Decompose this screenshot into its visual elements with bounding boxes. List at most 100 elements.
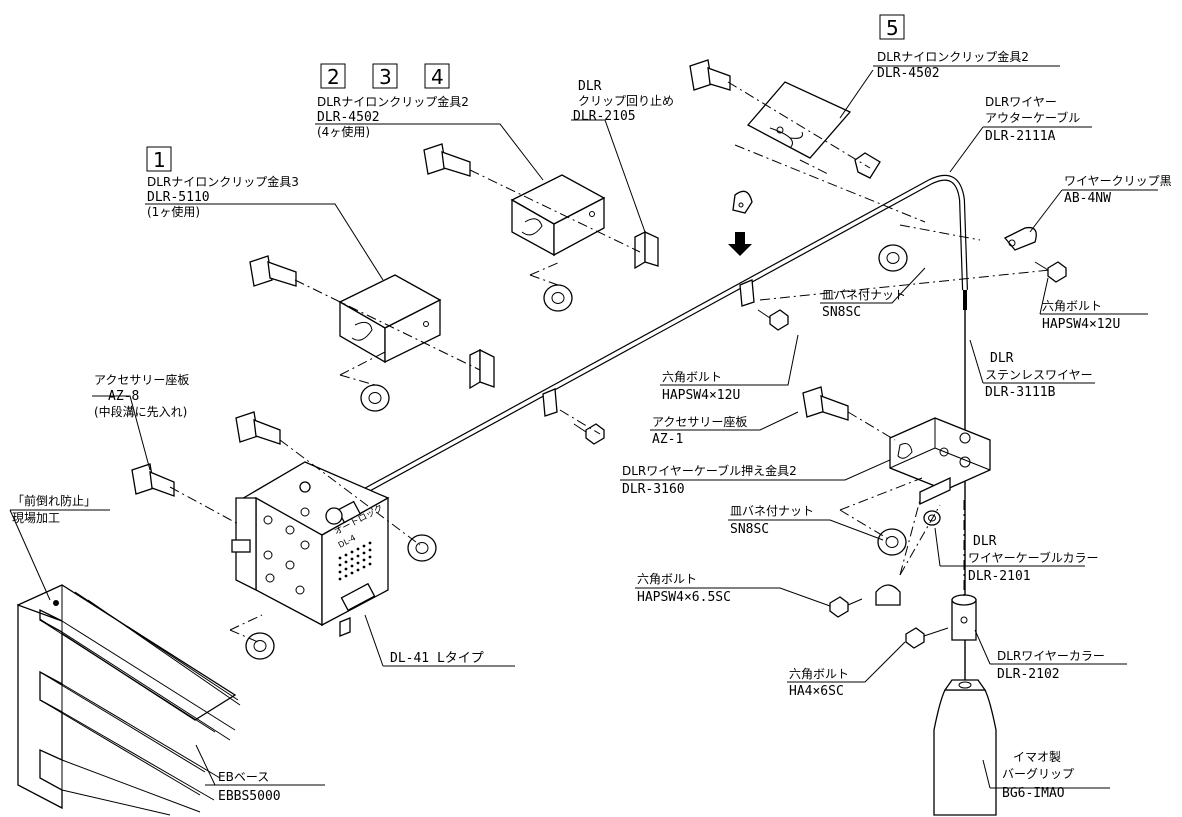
clip2a-name: DLRナイロンクリップ金具2: [317, 94, 469, 109]
item-number-4: 4: [424, 63, 450, 89]
collar2-code: DLR-2102: [997, 667, 1060, 682]
item-number-5: 5: [879, 14, 905, 40]
item-number-3: 3: [372, 63, 398, 89]
callout-outer: DLRワイヤー アウターケーブル DLR-2111A: [985, 95, 1080, 144]
flange-nut-3: [878, 244, 908, 272]
stopper-line2: クリップ回り止め: [578, 94, 674, 108]
clip3-name: DLRナイロンクリップ金具3: [147, 174, 299, 189]
hex-bolt-4: [829, 596, 863, 618]
clip2a-code: DLR-4502: [317, 110, 380, 125]
cable-clip-2: [542, 388, 558, 417]
hex-bolt-3: [573, 423, 605, 445]
cable-clip-1: [739, 279, 755, 307]
flange-nut-6: [877, 528, 907, 556]
plate8-name: アクセサリー座板: [94, 372, 189, 387]
plate8-code: AZ-8: [108, 389, 139, 404]
wire-clip-black: [1003, 226, 1037, 251]
nut2-name: 皿バネ付ナット: [730, 504, 814, 518]
callout-clip3: DLRナイロンクリップ金具3 DLR-5110 (1ヶ使用): [147, 174, 299, 219]
clip-stopper-1: [469, 348, 495, 390]
callout-stainless: DLR ステンレスワイヤー DLR-3111B: [985, 351, 1093, 400]
bolt-c-name: 六角ボルト: [662, 370, 722, 384]
t-bolt-1: [249, 255, 297, 287]
t-bolt-5: [131, 463, 175, 497]
grip-line1: イマオ製: [1013, 750, 1061, 764]
cable-saddle: [875, 584, 901, 606]
clip3-code: DLR-5110: [147, 190, 210, 205]
bolt-r-code: HAPSW4×12U: [1042, 317, 1120, 332]
item-number-1-text: 1: [153, 148, 166, 172]
stainless-code: DLR-3111B: [985, 385, 1056, 400]
nylon-clip-bracket-2b: [746, 81, 852, 159]
wireclip-code: AB-4NW: [1064, 191, 1111, 206]
item-number-2: 2: [320, 63, 346, 89]
plate1-name: アクセサリー座板: [652, 414, 747, 429]
t-bolt-4: [235, 411, 281, 445]
wire-press-bracket: [889, 417, 991, 506]
nut2-code: SN8SC: [730, 522, 769, 537]
callout-nut2: 皿バネ付ナット SN8SC: [730, 504, 814, 537]
clip2b-code: DLR-4502: [877, 66, 940, 81]
plate8-note: (中段溝に先入れ): [94, 404, 187, 419]
callout-stopper: DLR クリップ回り止め DLR-2105: [573, 79, 674, 124]
collar2-name: DLRワイヤーカラー: [997, 649, 1105, 663]
callout-plate8: アクセサリー座板 AZ-8 (中段溝に先入れ): [94, 372, 189, 419]
assembly-lines: [169, 81, 1051, 643]
collar1-line2: ワイヤーケーブルカラー: [968, 550, 1099, 565]
clip2b-name: DLRナイロンクリップ金具2: [877, 49, 1029, 64]
collar1-code: DLR-2101: [968, 569, 1031, 584]
clip-stopper-2: [634, 230, 659, 270]
eb-base-extrusion: [16, 584, 241, 816]
callout-wireclip: ワイヤークリップ黒 AB-4NW: [1064, 174, 1172, 206]
t-bolt-3: [689, 59, 731, 91]
stainless-line1: DLR: [990, 351, 1014, 366]
down-arrow: [728, 232, 752, 256]
wireclip-name: ワイヤークリップ黒: [1064, 174, 1172, 188]
nut1-code: SN8SC: [822, 305, 861, 320]
callout-clip2a: DLRナイロンクリップ金具2 DLR-4502 (4ヶ使用): [317, 94, 469, 139]
callout-field: 「前倒れ防止」 現場加工: [12, 493, 96, 525]
callout-collar2: DLRワイヤーカラー DLR-2102: [997, 649, 1105, 682]
callout-bolt6: 六角ボルト HA4×6SC: [789, 667, 849, 699]
flange-nut-2: [543, 284, 573, 312]
t-bolt-6: [802, 386, 849, 421]
hex-bolt-1: [1034, 261, 1067, 283]
bolt65-name: 六角ボルト: [637, 572, 697, 586]
callout-bolt-c: 六角ボルト HAPSW4×12U: [662, 370, 740, 403]
bolt65-code: HAPSW4×6.5SC: [637, 590, 731, 605]
callout-clip2b: DLRナイロンクリップ金具2 DLR-4502: [877, 49, 1029, 81]
nylon-clip-bracket-2a: [510, 174, 606, 257]
bolt-c-code: HAPSW4×12U: [662, 388, 740, 403]
press-code: DLR-3160: [622, 482, 685, 497]
item-number-3-text: 3: [379, 65, 392, 89]
callout-press: DLRワイヤーケーブル押え金具2 DLR-3160: [622, 463, 797, 497]
bolt-r-name: 六角ボルト: [1042, 299, 1102, 313]
callout-nut1: 皿バネ付ナット SN8SC: [822, 288, 906, 320]
callout-bolt-r: 六角ボルト HAPSW4×12U: [1042, 299, 1120, 332]
hex-bolt-2: [757, 309, 789, 331]
leader-lines: [9, 65, 1158, 789]
t-bolt-2: [423, 143, 471, 177]
lock-grille: [338, 541, 372, 581]
clip-stopper-3: [854, 152, 881, 179]
outer-line2: アウターケーブル: [985, 110, 1080, 125]
stopper-line1: DLR: [578, 79, 602, 94]
item-number-1: 1: [146, 146, 172, 172]
collar1-line1: DLR: [973, 534, 997, 549]
press-name: DLRワイヤーケーブル押え金具2: [622, 463, 797, 478]
flange-nut-1: [360, 384, 390, 412]
stopper-code: DLR-2105: [573, 109, 636, 124]
plate1-code: AZ-1: [652, 432, 683, 447]
clip2a-note: (4ヶ使用): [317, 124, 370, 139]
callout-grip: イマオ製 バーグリップ BG6-IMAO: [1002, 750, 1074, 801]
callout-collar1: DLR ワイヤーケーブルカラー DLR-2101: [968, 534, 1099, 584]
item-number-4-text: 4: [431, 65, 444, 89]
dl-41-lock-box: オートロック DL-4: [231, 461, 390, 637]
base-code: EBBS5000: [218, 789, 281, 804]
bolt6-name: 六角ボルト: [789, 667, 849, 681]
hex-bolt-5: [905, 627, 949, 649]
callout-bolt65: 六角ボルト HAPSW4×6.5SC: [637, 572, 731, 605]
nylon-clip-bracket-3: [338, 274, 442, 364]
flange-nut-5: [245, 632, 275, 660]
